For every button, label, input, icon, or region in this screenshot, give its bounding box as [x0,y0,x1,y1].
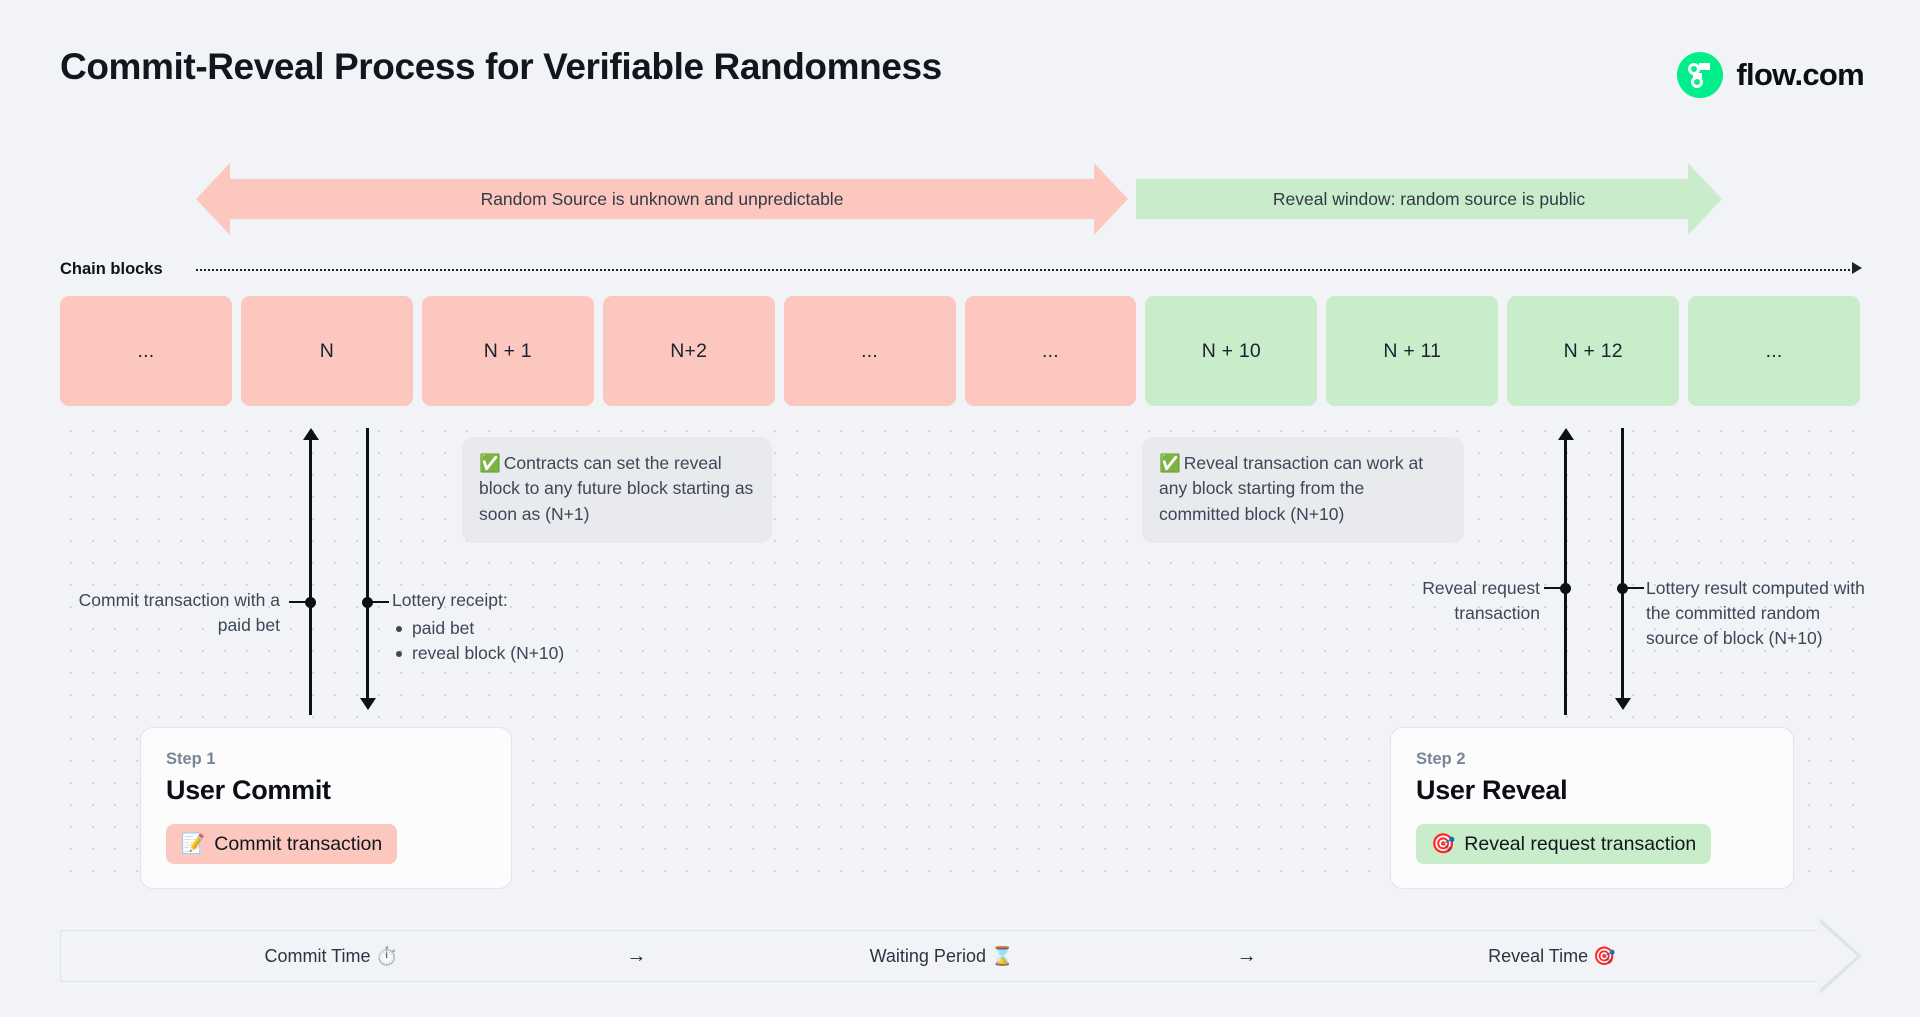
commit-connector-dot [304,597,316,608]
annotation-commit-transaction: Commit transaction with a paid bet [78,590,280,635]
note-reveal-transaction-window: ✅Reveal transaction can work at any bloc… [1142,437,1464,544]
lottery-receipt-list: paid bet reveal block (N+10) [392,616,692,666]
chain-block[interactable]: N [240,296,413,406]
annotation-lottery-receipt: Lottery receipt: paid bet reveal block (… [392,588,692,666]
lottery-receipt-title: Lottery receipt: [392,590,508,610]
step-card-user-commit[interactable]: Step 1 User Commit 📝 Commit transaction [140,727,512,889]
brand-name: flow.com [1736,57,1864,92]
reveal-connector-dot [1559,583,1571,594]
phase-band: Random Source is unknown and unpredictab… [196,163,1722,235]
reveal-connector-line [1564,440,1567,715]
annotation-lottery-result: Lottery result computed with the committ… [1646,578,1865,648]
step-kicker: Step 2 [1416,750,1466,768]
memo-icon: 📝 [181,833,206,855]
commit-connector-line [309,440,312,715]
step-title: User Reveal [1416,775,1568,805]
chain-block[interactable]: ... [783,296,956,406]
chain-block[interactable]: ... [964,296,1137,406]
chain-block[interactable]: N + 1 [421,296,594,406]
timeline-arrow-head-inner [1818,921,1857,991]
list-item: paid bet [392,616,692,641]
note-contracts-reveal-block: ✅Contracts can set the reveal block to a… [462,437,772,544]
result-arrow-down-icon [1614,698,1631,710]
reveal-request-badge[interactable]: 🎯 Reveal request transaction [1416,824,1712,864]
reveal-connector-stub [1544,587,1564,590]
timeline-arrow-icon: → [626,944,647,967]
chain-block[interactable]: N + 12 [1507,296,1680,406]
step-card-user-reveal[interactable]: Step 2 User Reveal 🎯 Reveal request tran… [1390,727,1794,889]
chain-blocks-label: Chain blocks [60,260,163,278]
white-check-mark-icon: ✅ [1159,453,1181,473]
phase-reveal-banner: Reveal window: random source is public [1136,163,1722,235]
step-title: User Commit [166,775,331,805]
timeline-arrow-icon: → [1236,944,1257,967]
commit-transaction-badge[interactable]: 📝 Commit transaction [166,824,398,864]
step-kicker: Step 1 [166,750,216,768]
commit-connector-stub [289,601,309,604]
chain-block[interactable]: N+2 [602,296,775,406]
note-text: Contracts can set the reveal block to an… [479,453,754,524]
direct-hit-icon: 🎯 [1431,833,1456,855]
badge-label: Reveal request transaction [1464,832,1697,855]
timeline-segment-reveal: Reveal Time 🎯 [1488,945,1616,966]
list-item: reveal block (N+10) [392,641,692,666]
page-title: Commit-Reveal Process for Verifiable Ran… [60,46,942,87]
annotation-reveal-request: Reveal request transaction [1422,578,1540,623]
timeline-segment-waiting: Waiting Period ⌛ [869,945,1014,966]
reveal-arrow-up-icon [1558,428,1574,440]
white-check-mark-icon: ✅ [479,453,501,473]
note-text: Reveal transaction can work at any block… [1159,453,1424,524]
receipt-connector-stub [367,601,389,604]
phase-reveal-label: Reveal window: random source is public [1272,188,1586,209]
result-connector-stub [1622,587,1644,590]
bottom-timeline: Commit Time ⏱️ → Waiting Period ⌛ → Reve… [60,930,1822,982]
timeline-segment-commit: Commit Time ⏱️ [264,945,398,966]
badge-label: Commit transaction [214,832,383,855]
brand-logo: flow.com [1677,52,1865,98]
chain-block[interactable]: N + 10 [1145,296,1318,406]
receipt-connector-line [366,428,369,700]
flow-logo-icon [1677,52,1724,98]
receipt-arrow-down-icon [359,698,376,710]
chain-block-row: ... N N + 1 N+2 ... ... N + 10 N + 11 N … [60,296,1861,406]
phase-unknown-banner: Random Source is unknown and unpredictab… [196,163,1128,235]
chain-axis-arrow-icon [1852,262,1862,274]
chain-axis-line [196,269,1854,271]
chain-block[interactable]: ... [60,296,232,406]
chain-block[interactable]: N + 11 [1326,296,1499,406]
phase-unknown-label: Random Source is unknown and unpredictab… [480,188,844,209]
chain-block[interactable]: ... [1688,296,1861,406]
result-connector-line [1621,428,1624,700]
commit-arrow-up-icon [303,428,319,440]
